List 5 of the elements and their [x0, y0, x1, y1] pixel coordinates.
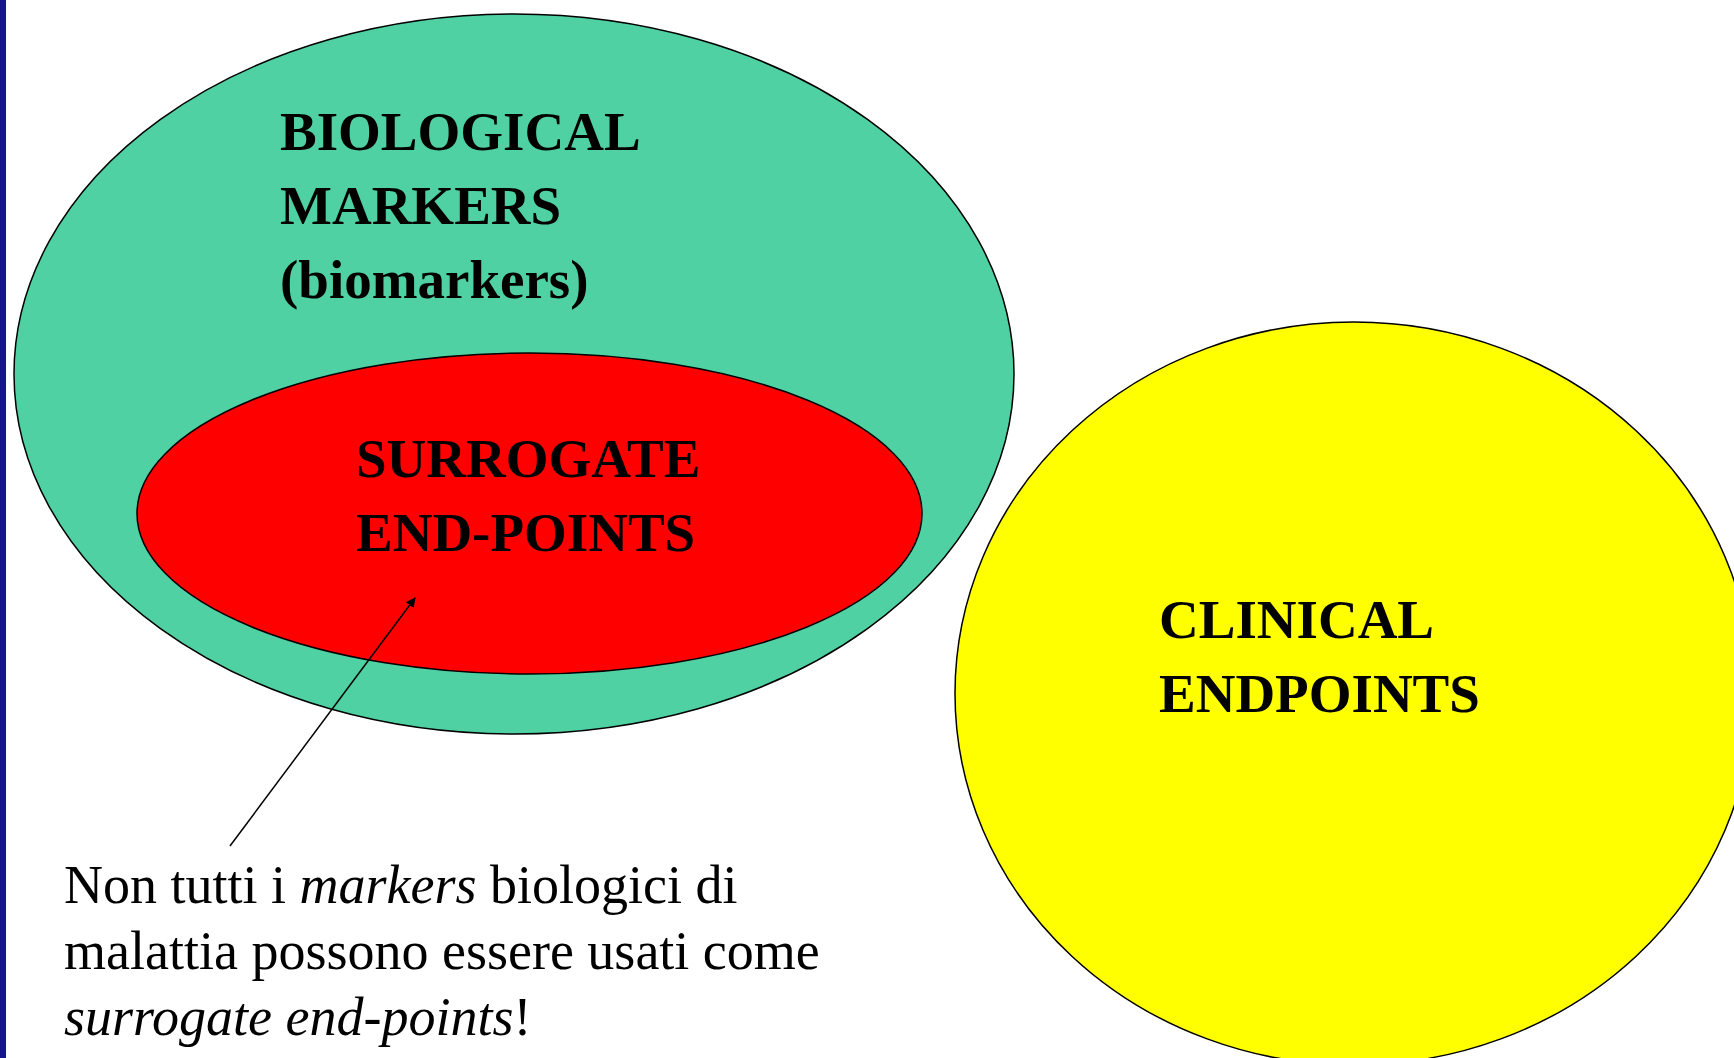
ellipse-label: SURROGATE END-POINTS — [356, 427, 702, 565]
ellipse-label: BIOLOGICAL MARKERS (biomarkers) — [280, 100, 640, 312]
note-text: Non tutti i markers biologici di malattia possono essere usati come surrogate end-points! — [64, 852, 844, 1050]
ellipse-label: CLINICAL ENDPOINTS — [1159, 588, 1481, 726]
arrow — [229, 597, 416, 847]
